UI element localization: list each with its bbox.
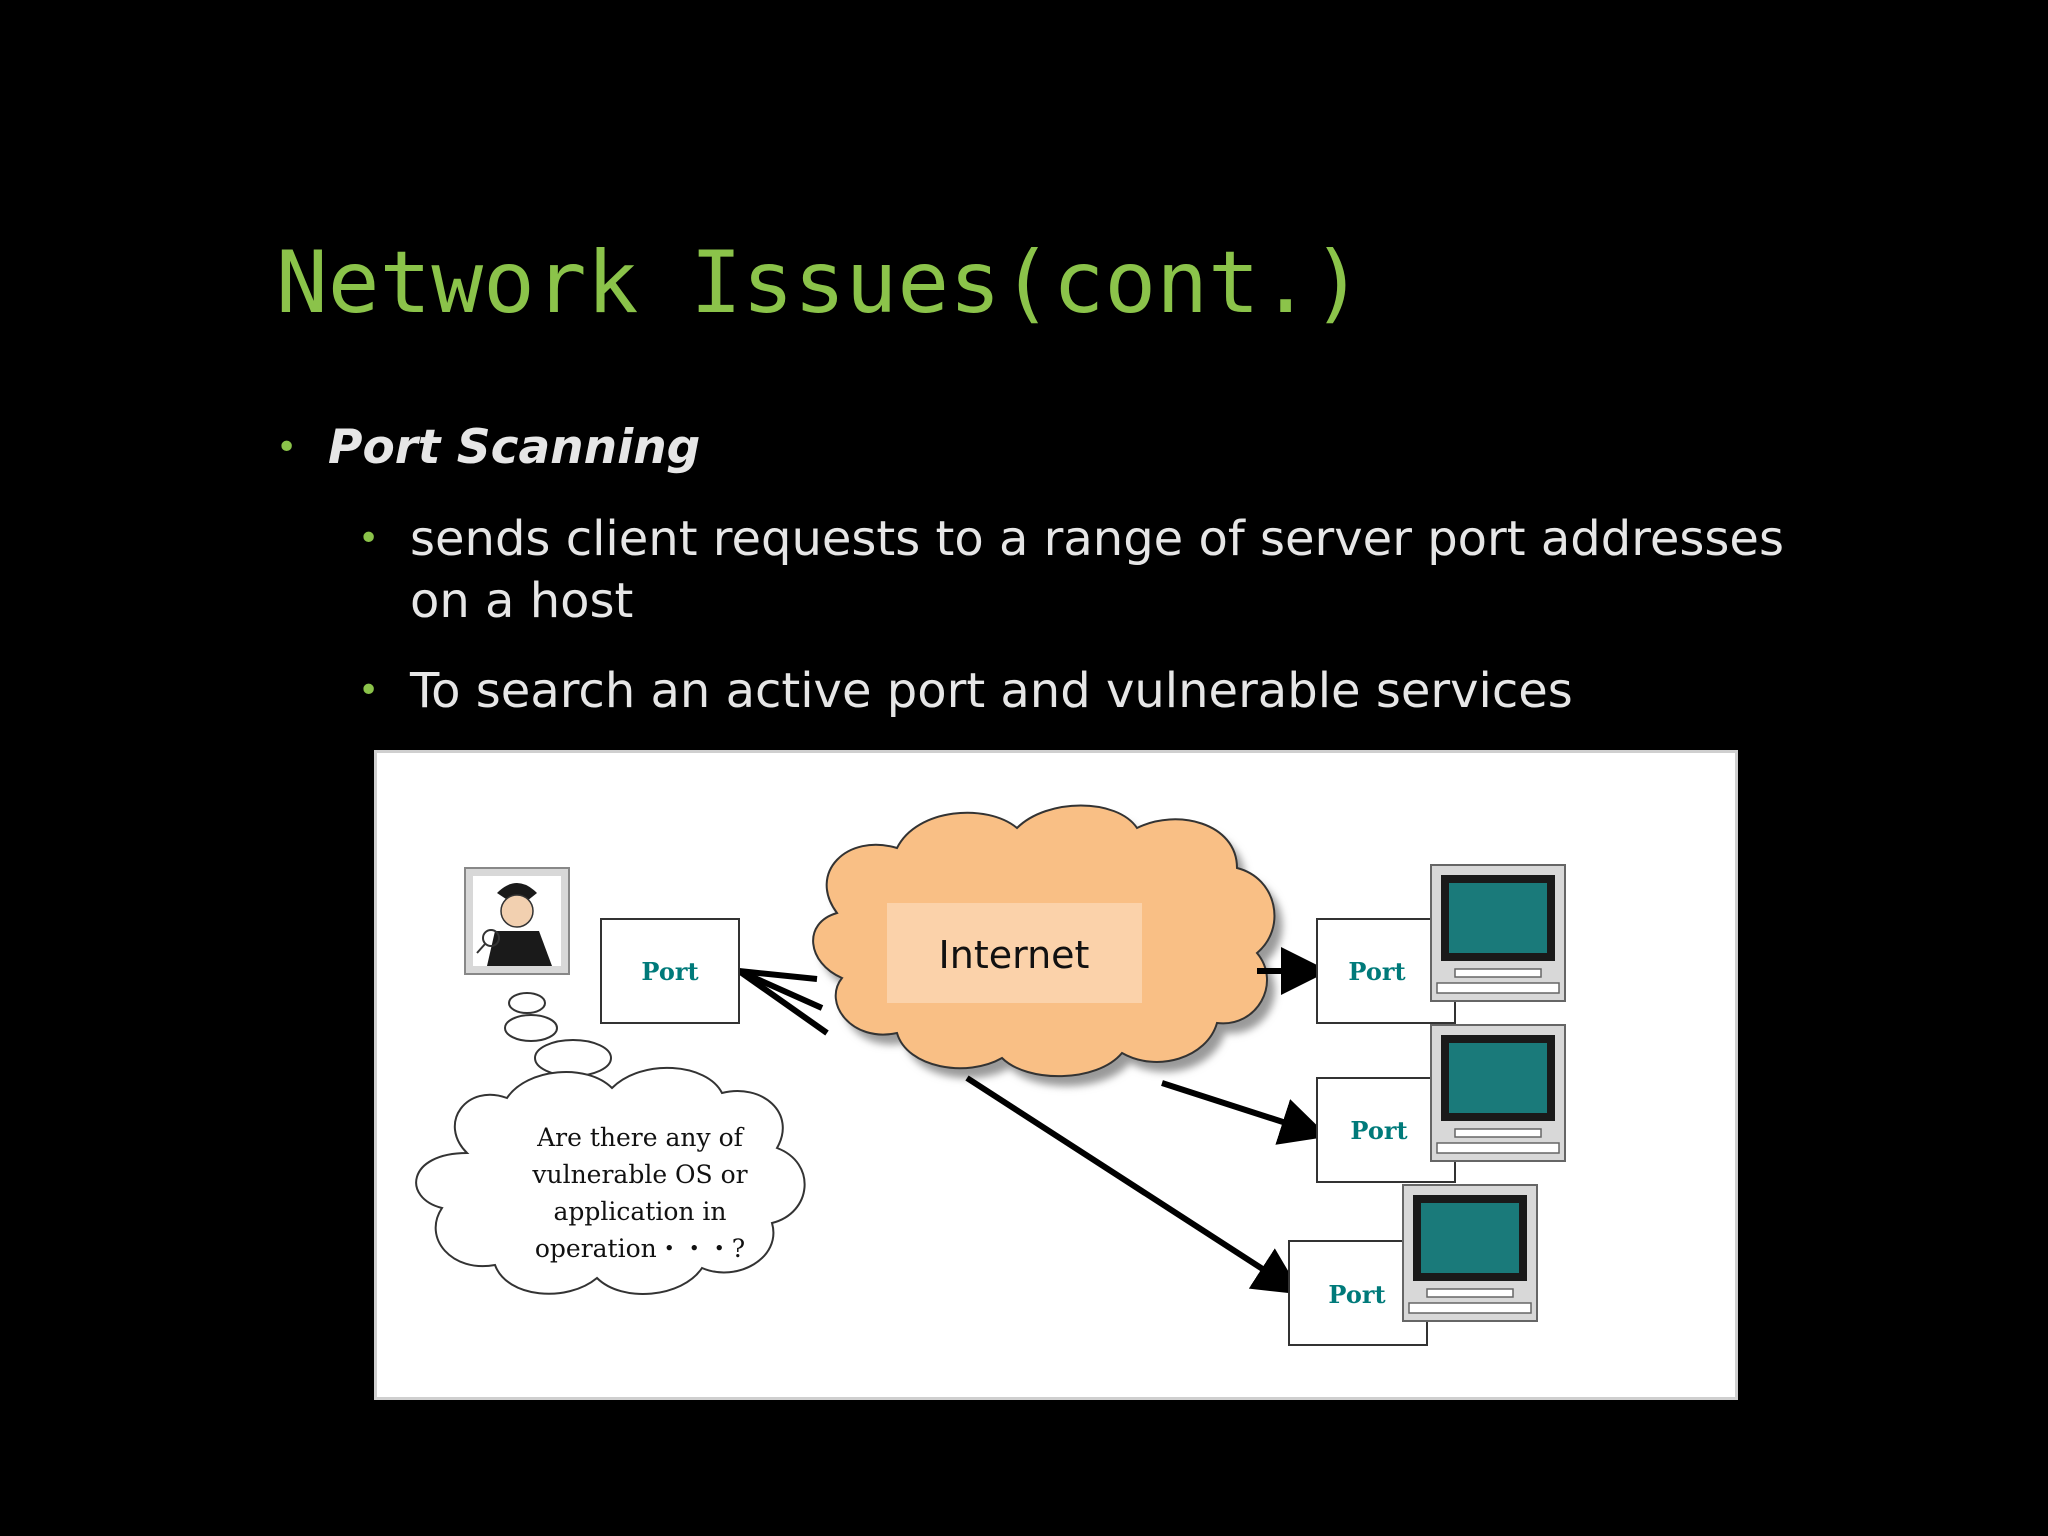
bullet-text: To search an active port and vulnerable … [410,663,1573,719]
thought-line-2: vulnerable OS or [531,1160,747,1189]
thought-dot-large [534,1039,612,1077]
bullet-text: sends client requests to a range of serv… [410,511,1784,629]
thought-line-1: Are there any of [536,1123,745,1152]
target-host-1: Port [1316,864,1566,1024]
computer-icon [1430,1024,1566,1162]
cloud-highlight [887,903,1142,1003]
thought-dot-medium [504,1014,558,1042]
port-label: Port [1328,1280,1385,1309]
internet-label: Internet [939,933,1090,977]
attacker-port-box: Port [600,918,740,1024]
arrow-to-port-3 [965,1075,1303,1295]
thought-bubble [415,992,806,1295]
arrow-to-port-2 [1161,1080,1329,1145]
bullet-dot-icon: • [358,518,380,559]
thought-dot-small [508,992,546,1014]
attacker-icon [464,867,570,975]
magnifier [482,929,500,947]
target-host-3: Port [1288,1184,1538,1346]
internet-cloud: Internet [812,804,1276,1078]
computer-icon [1402,1184,1538,1322]
thought-line-4: operation・・・? [535,1234,745,1263]
port-label: Port [641,957,698,986]
bullet-dot-icon: • [358,670,380,711]
port-box [600,918,740,1024]
thought-line-3: application in [553,1197,726,1226]
attacker-hair [497,883,537,901]
thought-cloud [415,1067,806,1295]
arrow-line [738,968,818,982]
arrow-line [737,968,829,1036]
attacker-face [500,894,534,928]
magnifier-handle [476,943,486,954]
scan-arrows [737,947,1329,1295]
attacker-body [487,931,552,966]
bullet-dot-icon: • [276,427,298,468]
port-label: Port [1348,957,1405,986]
port-scanning-diagram: Internet [374,750,1738,1400]
diagram-canvas: Internet [415,804,1566,1346]
target-host-2: Port [1316,1024,1566,1183]
bullet-text: Port Scanning [328,420,701,475]
port-label: Port [1350,1116,1407,1145]
computer-icon [1430,864,1566,1002]
slide-title: Network Issues(cont.) [276,233,1364,333]
